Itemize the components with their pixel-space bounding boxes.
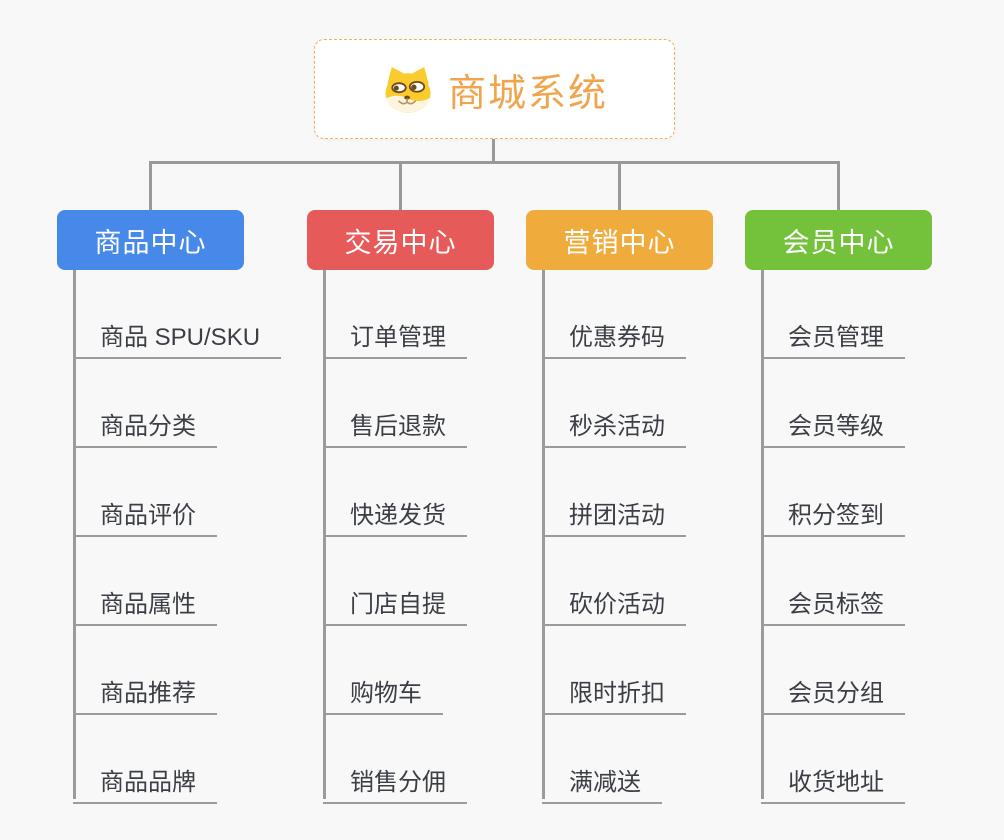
leaf-node[interactable]: 会员分组 [761,668,905,715]
connector-drop [837,161,840,210]
leaf-node[interactable]: 门店自提 [323,579,467,626]
leaf-node[interactable]: 商品属性 [73,579,217,626]
branch-node-member-center[interactable]: 会员中心 [745,210,932,270]
leaf-node[interactable]: 秒杀活动 [542,401,686,448]
leaf-node[interactable]: 销售分佣 [323,757,467,804]
leaf-node[interactable]: 售后退款 [323,401,467,448]
leaf-node[interactable]: 快递发货 [323,490,467,537]
connector-drop [399,161,402,210]
leaf-node[interactable]: 商品品牌 [73,757,217,804]
root-node[interactable]: 商城系统 [314,39,675,139]
branch-node-product-center[interactable]: 商品中心 [57,210,244,270]
leaf-node[interactable]: 会员等级 [761,401,905,448]
leaf-node[interactable]: 积分签到 [761,490,905,537]
leaf-node[interactable]: 拼团活动 [542,490,686,537]
leaf-node[interactable]: 商品推荐 [73,668,217,715]
leaf-node[interactable]: 商品评价 [73,490,217,537]
branch-rail [73,270,76,799]
branch-rail [761,270,764,799]
leaf-node[interactable]: 限时折扣 [542,668,686,715]
leaf-node[interactable]: 会员管理 [761,312,905,359]
leaf-node[interactable]: 会员标签 [761,579,905,626]
root-title: 商城系统 [447,72,608,115]
shiba-dog-icon [381,66,435,113]
connector-drop [618,161,621,210]
leaf-node[interactable]: 收货地址 [761,757,905,804]
connector-root-stub [492,139,495,164]
branch-rail [323,270,326,799]
branch-node-trade-center[interactable]: 交易中心 [307,210,494,270]
leaf-node[interactable]: 优惠券码 [542,312,686,359]
connector-drop [149,161,152,210]
leaf-node[interactable]: 购物车 [323,668,443,715]
leaf-node[interactable]: 订单管理 [323,312,467,359]
leaf-node[interactable]: 商品分类 [73,401,217,448]
leaf-node[interactable]: 满减送 [542,757,662,804]
branch-node-marketing-center[interactable]: 营销中心 [526,210,713,270]
branch-rail [542,270,545,799]
connector-bus [149,161,840,164]
leaf-node[interactable]: 砍价活动 [542,579,686,626]
leaf-node[interactable]: 商品 SPU/SKU [73,312,282,359]
